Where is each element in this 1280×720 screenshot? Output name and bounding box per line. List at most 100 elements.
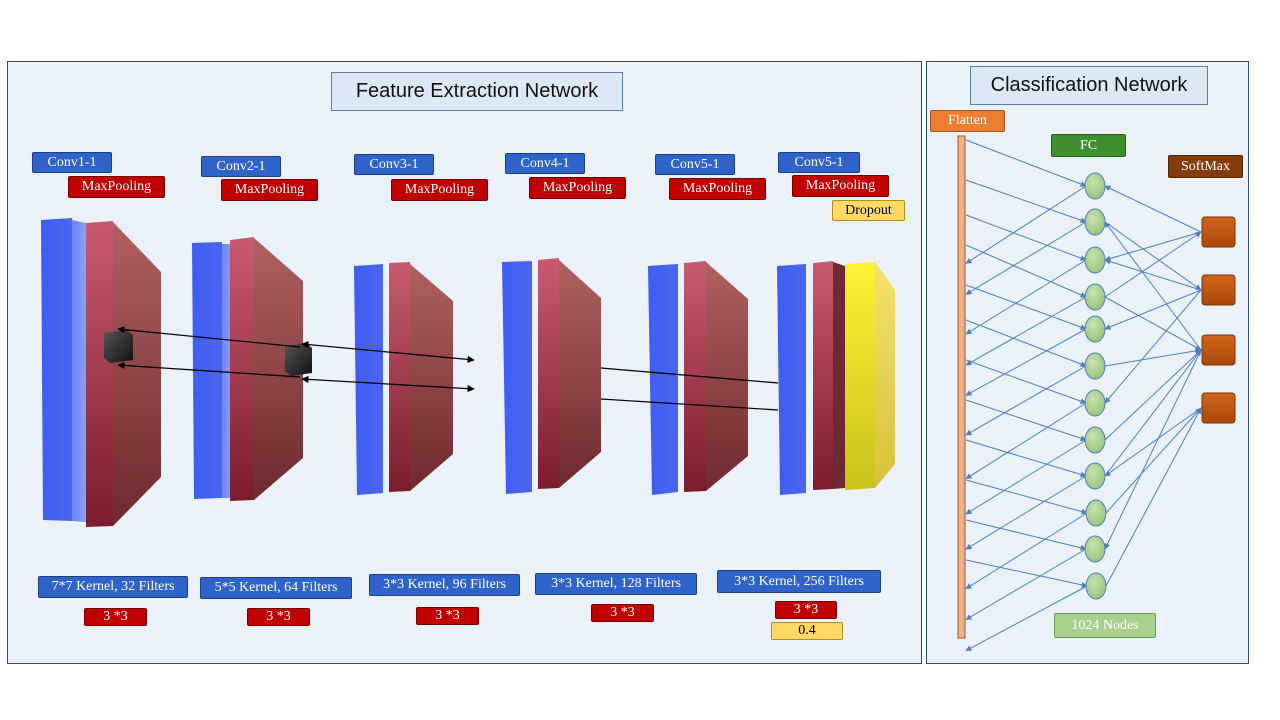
- flatten-fc-edge: [965, 244, 1087, 298]
- flatten-fc-edge: [965, 359, 1087, 405]
- flatten-fc-edge: [965, 319, 1087, 367]
- output-connections: [1104, 185, 1202, 587]
- pool-label-3: MaxPooling: [391, 179, 488, 201]
- fc-node: [1084, 208, 1106, 236]
- pool-size-4: 3 *3: [591, 604, 654, 622]
- conv-label-4: Conv4-1: [505, 153, 585, 174]
- softmax-output-node: [1201, 274, 1236, 306]
- stage-1-blocks: [41, 218, 161, 527]
- fc-node: [1085, 572, 1107, 600]
- fc-output-edge: [1104, 349, 1202, 441]
- pool-size-2: 3 *3: [247, 608, 310, 626]
- pool-block-4-side: [559, 260, 601, 488]
- pool-block-2: [230, 237, 254, 501]
- pool-block-3-side: [410, 264, 453, 491]
- conv-block-3: [354, 264, 383, 495]
- fc-nodes: [1084, 172, 1107, 600]
- conv-label-1: Conv1-1: [32, 152, 112, 173]
- fc-node: [1084, 283, 1106, 311]
- dropout-label: Dropout: [832, 200, 905, 221]
- pool-size-5: 3 *3: [775, 601, 837, 619]
- flatten-fc-edge: [965, 185, 1087, 264]
- softmax-output-node: [1201, 216, 1236, 248]
- flatten-fc-edge: [965, 328, 1087, 396]
- flatten-fc-edge: [965, 284, 1087, 330]
- flatten-label: Flatten: [930, 110, 1005, 132]
- flatten-fc-edge: [965, 479, 1088, 515]
- softmax-label: SoftMax: [1168, 155, 1243, 178]
- kernel-cube-1: [104, 330, 133, 363]
- fc-node: [1084, 315, 1106, 343]
- fc-output-edge: [1105, 407, 1202, 514]
- softmax-output-node: [1201, 392, 1236, 424]
- conv-block-6: [777, 264, 806, 495]
- classification-title: Classification Network: [970, 66, 1208, 105]
- kernel-label-1: 7*7 Kernel, 32 Filters: [38, 576, 188, 598]
- feature-arrows: [117, 326, 779, 411]
- conv-label-3: Conv3-1: [354, 154, 434, 175]
- pool-block-3: [389, 262, 410, 492]
- fc-output-edge: [1105, 407, 1202, 587]
- softmax-output-node: [1201, 334, 1236, 366]
- flatten-fc-edge: [965, 585, 1088, 652]
- flatten-fc-edge: [965, 221, 1087, 295]
- fc-node: [1084, 426, 1106, 454]
- pool-block-1: [86, 221, 113, 527]
- dropout-block-side: [875, 262, 895, 488]
- fc-output-edge: [1104, 349, 1202, 550]
- flatten-fc-edge: [965, 259, 1087, 335]
- fc-node: [1084, 172, 1106, 200]
- flatten-fc-edge: [965, 179, 1087, 224]
- kernel-cube-2: [285, 343, 312, 376]
- conv-block-2-side: [222, 244, 232, 498]
- stage-3-blocks: [354, 262, 453, 495]
- pool-size-3: 3 *3: [416, 607, 479, 625]
- pool-label-2: MaxPooling: [221, 179, 318, 201]
- conv-label-2: Conv2-1: [201, 156, 281, 177]
- dropout-block: [845, 262, 875, 490]
- flatten-fc-edge: [965, 519, 1087, 551]
- fc-node: [1084, 535, 1106, 563]
- fc-node: [1084, 389, 1106, 417]
- flatten-fc-edge: [965, 296, 1087, 366]
- flatten-fc-edge: [965, 559, 1088, 588]
- conv-block-5: [648, 264, 678, 495]
- fc-output-edge: [1104, 258, 1202, 291]
- pool-label-4: MaxPooling: [529, 177, 626, 199]
- fc-node: [1084, 352, 1106, 380]
- stage-2-blocks: [192, 237, 303, 501]
- fc-node: [1084, 246, 1106, 274]
- fc-output-edge: [1104, 289, 1202, 330]
- fc-label: FC: [1051, 134, 1126, 157]
- feature-extraction-title: Feature Extraction Network: [331, 72, 623, 111]
- fc-connections: [965, 139, 1088, 652]
- fc-output-edge: [1104, 296, 1202, 351]
- fc-output-edge: [1104, 221, 1202, 351]
- stage-6-blocks: [777, 261, 895, 495]
- nodes-label: 1024 Nodes: [1054, 613, 1156, 638]
- fc-node: [1085, 499, 1107, 527]
- conv-block-1: [41, 218, 72, 521]
- flatten-fc-edge: [965, 402, 1087, 480]
- pool-label-1: MaxPooling: [68, 176, 165, 198]
- fc-output-edge: [1104, 231, 1202, 262]
- pool-label-6: MaxPooling: [792, 175, 889, 197]
- fc-output-edge: [1104, 349, 1202, 477]
- flatten-fc-edge: [965, 439, 1087, 478]
- flatten-fc-edge: [965, 439, 1087, 515]
- dropout-rate: 0.4: [771, 622, 843, 640]
- pool-block-6-side: [833, 262, 845, 489]
- fc-node: [1084, 462, 1106, 490]
- fc-output-edge: [1104, 185, 1202, 233]
- pool-block-5-side: [706, 262, 748, 491]
- flatten-bar: [957, 135, 966, 639]
- flatten-fc-edge: [965, 475, 1087, 550]
- flatten-fc-edge: [965, 512, 1088, 590]
- kernel-label-3: 3*3 Kernel, 96 Filters: [369, 574, 520, 596]
- kernel-label-4: 3*3 Kernel, 128 Filters: [535, 573, 697, 595]
- pool-size-1: 3 *3: [84, 608, 147, 626]
- flatten-fc-edge: [965, 139, 1087, 187]
- kernel-label-2: 5*5 Kernel, 64 Filters: [200, 577, 352, 599]
- pool-label-5: MaxPooling: [669, 178, 766, 200]
